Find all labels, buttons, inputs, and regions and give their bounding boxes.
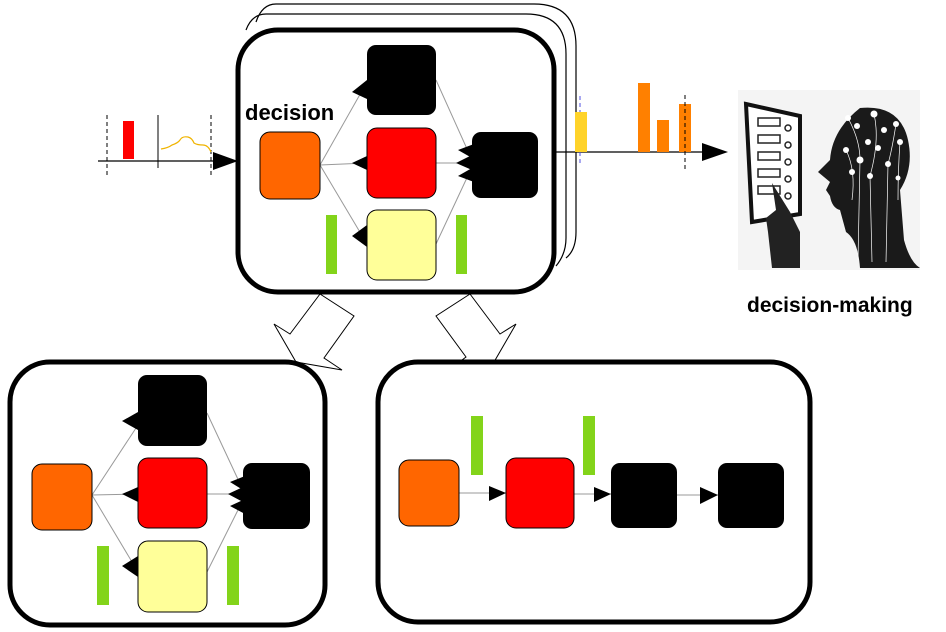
- br-green-marker-right: [583, 416, 595, 475]
- stack-frame-back-left: [255, 3, 277, 23]
- output-bar-orange-2: [657, 120, 669, 152]
- decision-making-label: decision-making: [747, 294, 913, 317]
- input-curve: [160, 136, 212, 153]
- hollow-arrow-down-left: [273, 293, 355, 371]
- br-green-marker-left: [471, 416, 483, 475]
- output-bar-yellow: [575, 112, 587, 152]
- output-bar-orange-3: [679, 104, 691, 152]
- bl-green-marker-left: [97, 546, 109, 605]
- input-red-bar: [123, 121, 134, 159]
- br-node-black-2[interactable]: [718, 463, 784, 528]
- main-green-marker-left: [326, 215, 337, 274]
- main-node-black-right[interactable]: [472, 132, 538, 198]
- hollow-arrow-down-right: [435, 293, 517, 370]
- stack-frame-middle-left: [245, 13, 267, 31]
- bl-green-marker-right: [227, 546, 239, 605]
- main-node-orange[interactable]: [259, 131, 321, 200]
- bl-node-yellow[interactable]: [137, 540, 208, 613]
- bl-arrowheads: [122, 412, 245, 577]
- hand-icon: [766, 183, 800, 268]
- main-node-red[interactable]: [366, 127, 437, 199]
- main-arrowheads: [352, 80, 474, 247]
- decision-label: decision: [245, 100, 334, 125]
- bl-node-black-top[interactable]: [138, 375, 207, 446]
- main-green-marker-right: [456, 215, 467, 274]
- main-node-yellow[interactable]: [366, 209, 437, 281]
- bl-node-black-right[interactable]: [243, 463, 310, 529]
- output-signal: [556, 83, 728, 170]
- output-arrowhead: [702, 143, 728, 161]
- input-signal: [98, 115, 238, 177]
- output-bar-orange-1: [638, 83, 650, 152]
- head-icon: [818, 107, 920, 268]
- tablet-icon: [743, 101, 802, 225]
- stack-frame-middle: [266, 13, 567, 267]
- bl-node-orange[interactable]: [31, 463, 93, 531]
- decision-making-illustration: [738, 90, 920, 270]
- br-node-red[interactable]: [505, 457, 575, 529]
- input-arrowhead: [213, 152, 238, 170]
- main-node-black-top[interactable]: [367, 45, 436, 115]
- br-node-black-1[interactable]: [611, 463, 677, 528]
- stack-frame-back: [276, 3, 577, 259]
- bl-node-red[interactable]: [137, 457, 208, 529]
- br-node-orange[interactable]: [398, 459, 460, 527]
- br-arrowheads: [489, 486, 718, 504]
